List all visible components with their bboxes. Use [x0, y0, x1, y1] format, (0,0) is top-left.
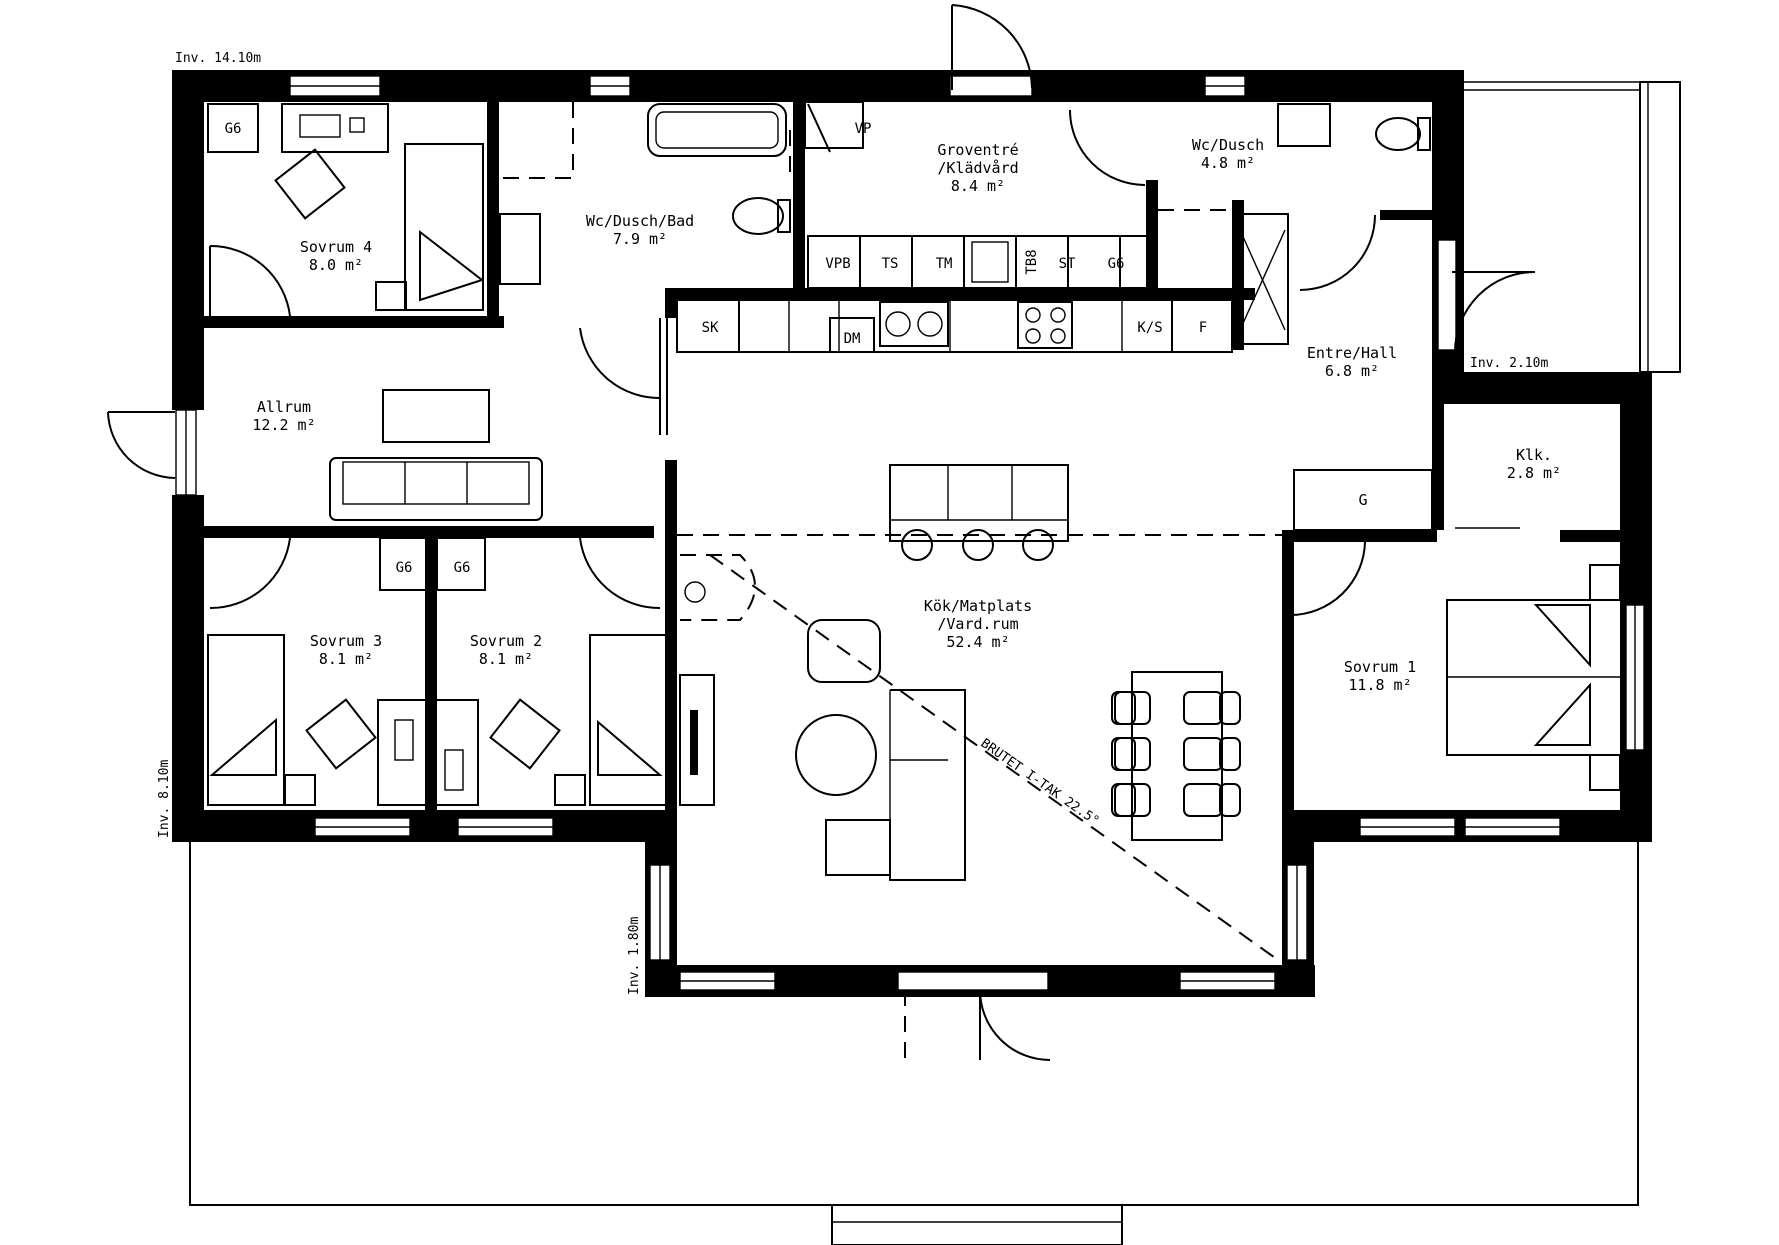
- room-name: Wc/Dusch/Bad: [586, 212, 694, 230]
- dimension-label: Inv. 8.10m: [157, 760, 172, 838]
- fixture-label: G6: [396, 560, 413, 576]
- wc-dusch-fixtures: [1158, 103, 1431, 345]
- fixture-label: TS: [882, 256, 899, 272]
- room-name: Sovrum 1: [1344, 658, 1416, 676]
- room-name: Klk.: [1516, 446, 1552, 464]
- fixture-label: ST: [1059, 256, 1076, 272]
- room-area: 12.2 m²: [252, 416, 315, 434]
- entrance-porch: [1464, 81, 1681, 373]
- fixture-label: K/S: [1137, 320, 1162, 336]
- room-name: Groventré: [937, 141, 1018, 159]
- dimension-label: Inv. 1.80m: [627, 917, 642, 995]
- room-name: Sovrum 4: [300, 238, 372, 256]
- kitchen-counter: [676, 299, 1233, 353]
- living-furniture: [679, 464, 1241, 881]
- room-name: Entre/Hall: [1307, 344, 1397, 362]
- room-area: 7.9 m²: [613, 230, 667, 248]
- room-area: 8.1 m²: [479, 650, 533, 668]
- dimension-label: Inv. 2.10m: [1470, 356, 1548, 371]
- doors: [107, 4, 1536, 1061]
- room-name: Allrum: [257, 398, 311, 416]
- room-area: 8.1 m²: [319, 650, 373, 668]
- interior-walls: [204, 102, 1632, 810]
- fixture-labels: G6 VP VPB TS TM TB8 ST G6 SK DM K/S F G6…: [225, 121, 1368, 576]
- room-name: Sovrum 2: [470, 632, 542, 650]
- room-labels: Sovrum 4 8.0 m² Wc/Dusch/Bad 7.9 m² Grov…: [252, 136, 1561, 694]
- groventre-fixtures: [807, 103, 1149, 289]
- fixture-label: VPB: [825, 256, 850, 272]
- room-area: 4.8 m²: [1201, 154, 1255, 172]
- room-area: 8.0 m²: [309, 256, 363, 274]
- room-name: Kök/Matplats: [924, 597, 1032, 615]
- room-name: /Klädvård: [937, 159, 1018, 177]
- fixture-label: TB8: [1024, 249, 1040, 274]
- room-area: 8.4 m²: [951, 177, 1005, 195]
- room-name: Wc/Dusch: [1192, 136, 1264, 154]
- fixture-label: G: [1358, 491, 1367, 509]
- bath-fixtures: [498, 101, 864, 235]
- room-area: 11.8 m²: [1348, 676, 1411, 694]
- room-area: 52.4 m²: [946, 633, 1009, 651]
- fixture-label: G6: [1108, 256, 1125, 272]
- hall-bedroom-furniture: [1293, 469, 1623, 791]
- fixture-label: DM: [844, 331, 861, 347]
- roof-lines: [677, 534, 1282, 961]
- sovrum-4-furniture: [207, 103, 541, 311]
- room-area: 2.8 m²: [1507, 464, 1561, 482]
- dimension-label: Inv. 14.10m: [175, 51, 261, 66]
- windows: [175, 75, 1645, 991]
- dimension-labels: Inv. 14.10m Inv. 8.10m Inv. 2.10m Inv. 1…: [157, 51, 1548, 995]
- sovrum-3-2-furniture: [207, 537, 667, 806]
- fixture-label: VP: [855, 121, 872, 137]
- fixture-label: G6: [225, 121, 242, 137]
- room-area: 6.8 m²: [1325, 362, 1379, 380]
- room-name: /Vard.rum: [937, 615, 1018, 633]
- room-name: Sovrum 3: [310, 632, 382, 650]
- fixture-label: G6: [454, 560, 471, 576]
- terrace-outline: [189, 835, 1639, 1245]
- fixture-label: F: [1199, 320, 1207, 336]
- fixture-label: TM: [936, 256, 953, 272]
- allrum-furniture: [329, 389, 543, 521]
- roof-note: BRUTET I-TAK 22.5°: [978, 736, 1102, 829]
- fixture-label: SK: [702, 320, 719, 336]
